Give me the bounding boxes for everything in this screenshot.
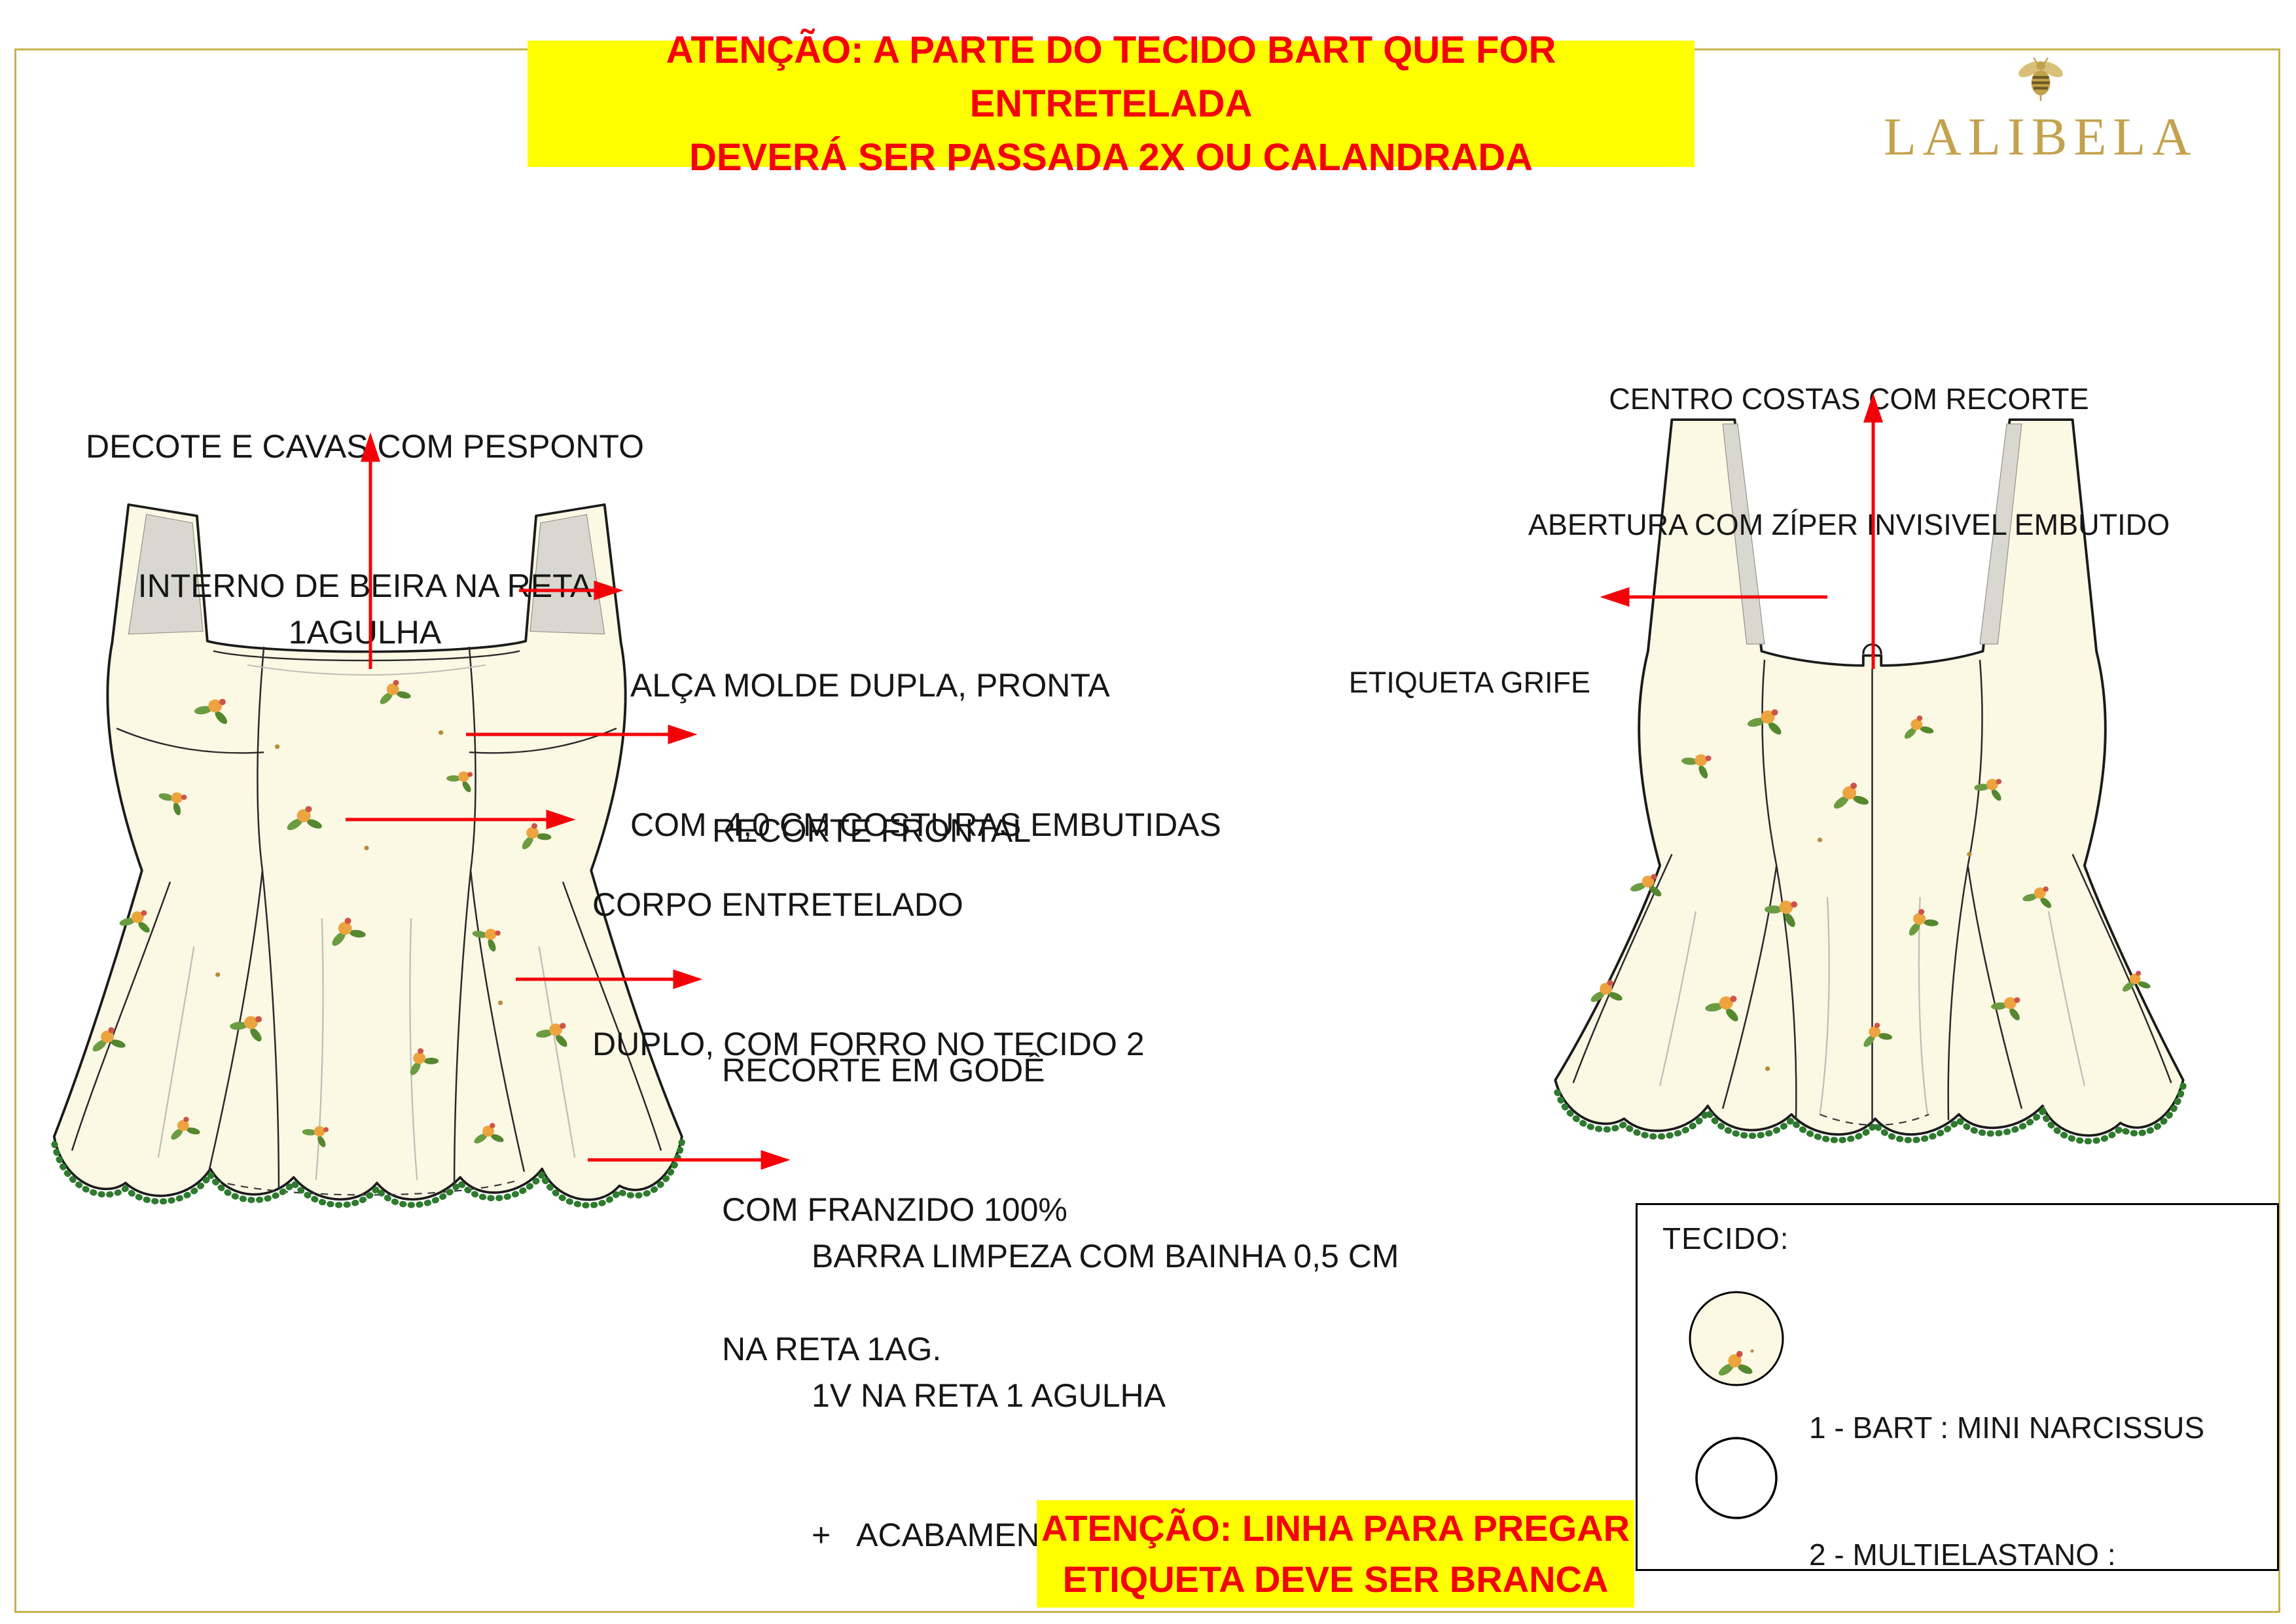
bottom-warning-line2: ETIQUETA DEVE SER BRANCA — [1062, 1559, 1609, 1600]
annotation-godet-line3: NA RETA 1AG. — [722, 1331, 942, 1367]
top-warning-banner: ATENÇÃO: A PARTE DO TECIDO BART QUE FOR … — [528, 29, 1695, 179]
annotation-center-back-line1: CENTRO COSTAS COM RECORTE — [1609, 382, 2089, 416]
fabric-legend-title: TECIDO: — [1662, 1221, 1789, 1255]
bottom-warning-line1: ATENÇÃO: LINHA PARA PREGAR — [1041, 1507, 1630, 1549]
fabric-item-2-line1: 2 - MULTIELASTANO : — [1809, 1538, 2116, 1572]
fabric-item-2-label: 2 - MULTIELASTANO : A DEFINIR — [1809, 1450, 2116, 1624]
annotation-hem-line1: BARRA LIMPEZA COM BAINHA 0,5 CM — [812, 1238, 1399, 1274]
bottom-warning-banner: ATENÇÃO: LINHA PARA PREGAR ETIQUETA DEVE… — [1037, 1500, 1634, 1608]
annotation-body-line1: CORPO ENTRETELADO — [592, 886, 963, 923]
annotation-brand-label-line1: ETIQUETA GRIFE — [1348, 666, 1590, 699]
annotation-godet-line2: COM FRANZIDO 100% — [722, 1191, 1067, 1228]
fabric-item-1-line1: 1 - BART : MINI NARCISSUS — [1809, 1411, 2205, 1445]
bee-icon — [2018, 57, 2063, 101]
fabric-item-1-label: 1 - BART : MINI NARCISSUS — [1809, 1323, 2204, 1532]
front-floral-print — [86, 676, 575, 1150]
top-warning-line1: ATENÇÃO: A PARTE DO TECIDO BART QUE FOR … — [666, 28, 1556, 125]
brand-name: LALIBELA — [1883, 107, 2198, 166]
front-view-drawing — [50, 503, 685, 1209]
annotation-center-back-line2: ABERTURA COM ZÍPER INVISIVEL EMBUTIDO — [1528, 508, 2170, 541]
annotation-brand-label: ETIQUETA GRIFE — [1348, 578, 1590, 787]
fabric-legend-box: TECIDO: 1 - BART : MINI NARCISSUS 2 - MU… — [1636, 1203, 2279, 1572]
annotation-neckline-line1: DECOTE E CAVAS COM PESPONTO — [86, 428, 644, 465]
back-floral-print — [1586, 704, 2153, 1072]
annotation-hem-line2: 1V NA RETA 1 AGULHA — [812, 1377, 1166, 1414]
annotation-neckline: DECOTE E CAVAS COM PESPONTO INTERNO DE B… — [62, 331, 668, 749]
brand-logo: LALIBELA — [1869, 55, 2212, 168]
annotation-body: CORPO ENTRETELADO DUPLO, COM FORRO NO TE… — [592, 789, 1145, 1161]
annotation-godet-line1: RECORTE EM GODÊ — [722, 1052, 1045, 1089]
annotation-body-line2: DUPLO, COM FORRO NO TECIDO 2 — [592, 1026, 1145, 1062]
annotation-strap-line2: COM 4,0 CM COSTURAS EMBUTIDAS — [630, 806, 1221, 843]
annotation-neckline-line2: INTERNO DE BEIRA NA RETA 1AGULHA — [137, 568, 601, 651]
annotation-godet: RECORTE EM GODÊ COM FRANZIDO 100% NA RET… — [722, 954, 1067, 1466]
plain-swatch — [1695, 1437, 1778, 1519]
annotation-strap: ALÇA MOLDE DUPLA, PRONTA COM 4,0 CM COST… — [630, 569, 1221, 941]
annotation-front-cut: RECORTE FRONTAL — [712, 715, 1031, 947]
annotation-strap-line1: ALÇA MOLDE DUPLA, PRONTA — [630, 667, 1110, 704]
back-view-drawing — [1552, 418, 2187, 1145]
annotation-front-cut-line1: RECORTE FRONTAL — [712, 812, 1031, 849]
floral-bart-swatch — [1689, 1291, 1784, 1386]
annotation-center-back: CENTRO COSTAS COM RECORTE ABERTURA COM Z… — [1525, 295, 2173, 630]
top-warning-line2: DEVERÁ SER PASSADA 2X OU CALANDRADA — [689, 135, 1534, 179]
